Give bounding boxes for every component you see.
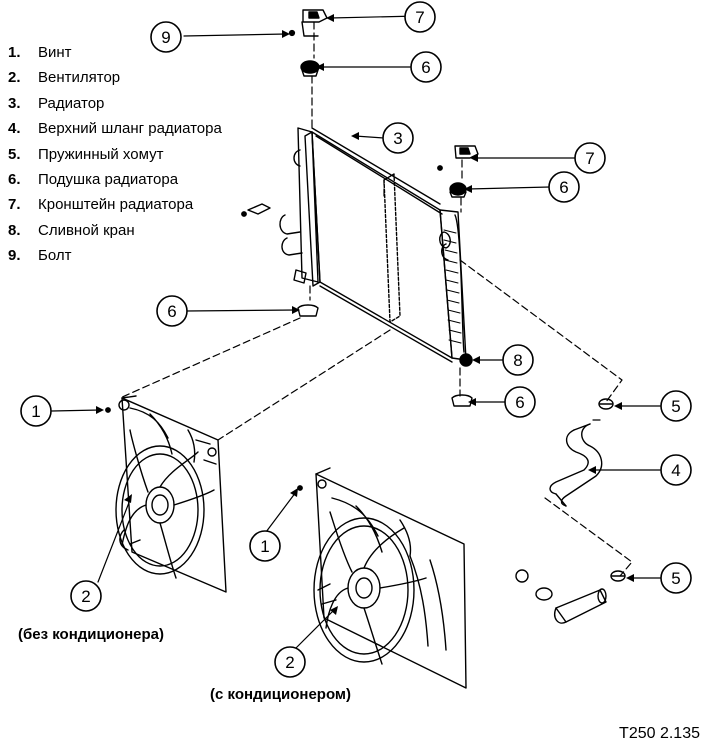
callout-label: 5 xyxy=(671,569,680,588)
fan-with-ac-drawing xyxy=(297,467,467,689)
legend-text: Кронштейн радиатора xyxy=(38,196,194,214)
hose-drawing xyxy=(549,398,626,582)
callout-circle xyxy=(410,51,442,83)
callout-label: 7 xyxy=(585,149,594,168)
callout-circle xyxy=(504,386,536,418)
callout-circle xyxy=(156,295,188,327)
legend-number: 4. xyxy=(8,120,21,138)
parts-legend: 1. Винт 2. Вентилятор 3. Радиатор 4. Верхний шл… xyxy=(8,40,222,269)
legend-number: 2. xyxy=(8,69,21,87)
callout-label: 6 xyxy=(167,302,176,321)
callout-circle xyxy=(660,454,692,486)
callout-circle xyxy=(502,344,534,376)
legend-text: Пружинный хомут xyxy=(38,145,164,163)
legend-item: 9. Болт xyxy=(8,243,222,268)
legend-text: Подушка радиатора xyxy=(38,171,179,189)
callout-label: 4 xyxy=(671,461,680,480)
callout-label: 7 xyxy=(415,8,424,27)
callout-label: 1 xyxy=(31,402,40,421)
callout-label: 3 xyxy=(393,129,402,148)
fan-no-ac-drawing xyxy=(105,395,227,593)
legend-number: 3. xyxy=(8,94,21,112)
legend-number: 9. xyxy=(8,247,21,265)
callout-label: 8 xyxy=(513,351,522,370)
callout-circle xyxy=(150,21,182,53)
legend-item: 4. Верхний шланг радиатора xyxy=(8,116,222,141)
legend-number: 5. xyxy=(8,145,21,163)
callout-label: 1 xyxy=(260,537,269,556)
legend-number: 1. xyxy=(8,44,21,61)
assembly-lines xyxy=(119,21,633,577)
callout-circle xyxy=(70,580,102,612)
callout-circle xyxy=(274,646,306,678)
callout-label: 6 xyxy=(559,178,568,197)
callout-circle xyxy=(404,1,436,33)
callout-circle xyxy=(660,390,692,422)
caption-no-ac: (без кондиционера) xyxy=(18,626,165,643)
legend-text: Сливной кран xyxy=(38,221,135,239)
top-bracket-drawing xyxy=(288,9,328,77)
callout-circle xyxy=(382,122,414,154)
legend-number: 6. xyxy=(8,171,21,189)
legend-text: Болт xyxy=(38,247,72,265)
figure-id: T250 2.135 xyxy=(619,725,700,742)
callout-label: 2 xyxy=(285,653,294,672)
legend-number: 7. xyxy=(8,196,21,214)
legend-item: 8. Сливной кран xyxy=(8,218,222,243)
callout-circle xyxy=(249,530,281,562)
legend-item: 7. Кронштейн радиатора xyxy=(8,192,222,217)
callout-circle xyxy=(548,171,580,203)
legend-text: Радиатор xyxy=(38,94,105,112)
legend-text: Вентилятор xyxy=(38,69,121,87)
legend-text: Верхний шланг радиатора xyxy=(38,120,222,138)
legend-number: 8. xyxy=(8,221,21,239)
callout-circle xyxy=(574,142,606,174)
legend-text: Винт xyxy=(38,44,72,61)
arrowheads xyxy=(96,14,634,615)
callout-label: 2 xyxy=(81,587,90,606)
leader-lines xyxy=(51,15,663,649)
callout-label: 6 xyxy=(421,58,430,77)
legend-item: 2. Вентилятор xyxy=(8,65,222,90)
legend-item: 6. Подушка радиатора xyxy=(8,167,222,192)
callout-circle xyxy=(20,395,52,427)
legend-item: 1. Винт xyxy=(8,40,222,65)
legend-item: 3. Радиатор xyxy=(8,91,222,116)
caption-with-ac: (с кондиционером) xyxy=(210,686,352,703)
callout-label: 6 xyxy=(515,393,524,412)
thermostat-housing-drawing xyxy=(515,569,607,624)
callout-label: 9 xyxy=(161,28,170,47)
radiator-drawing xyxy=(241,127,467,363)
drain-plug-drawing xyxy=(297,304,473,407)
callout-label: 5 xyxy=(671,397,680,416)
callout-circle xyxy=(660,562,692,594)
legend-item: 5. Пружинный хомут xyxy=(8,142,222,167)
